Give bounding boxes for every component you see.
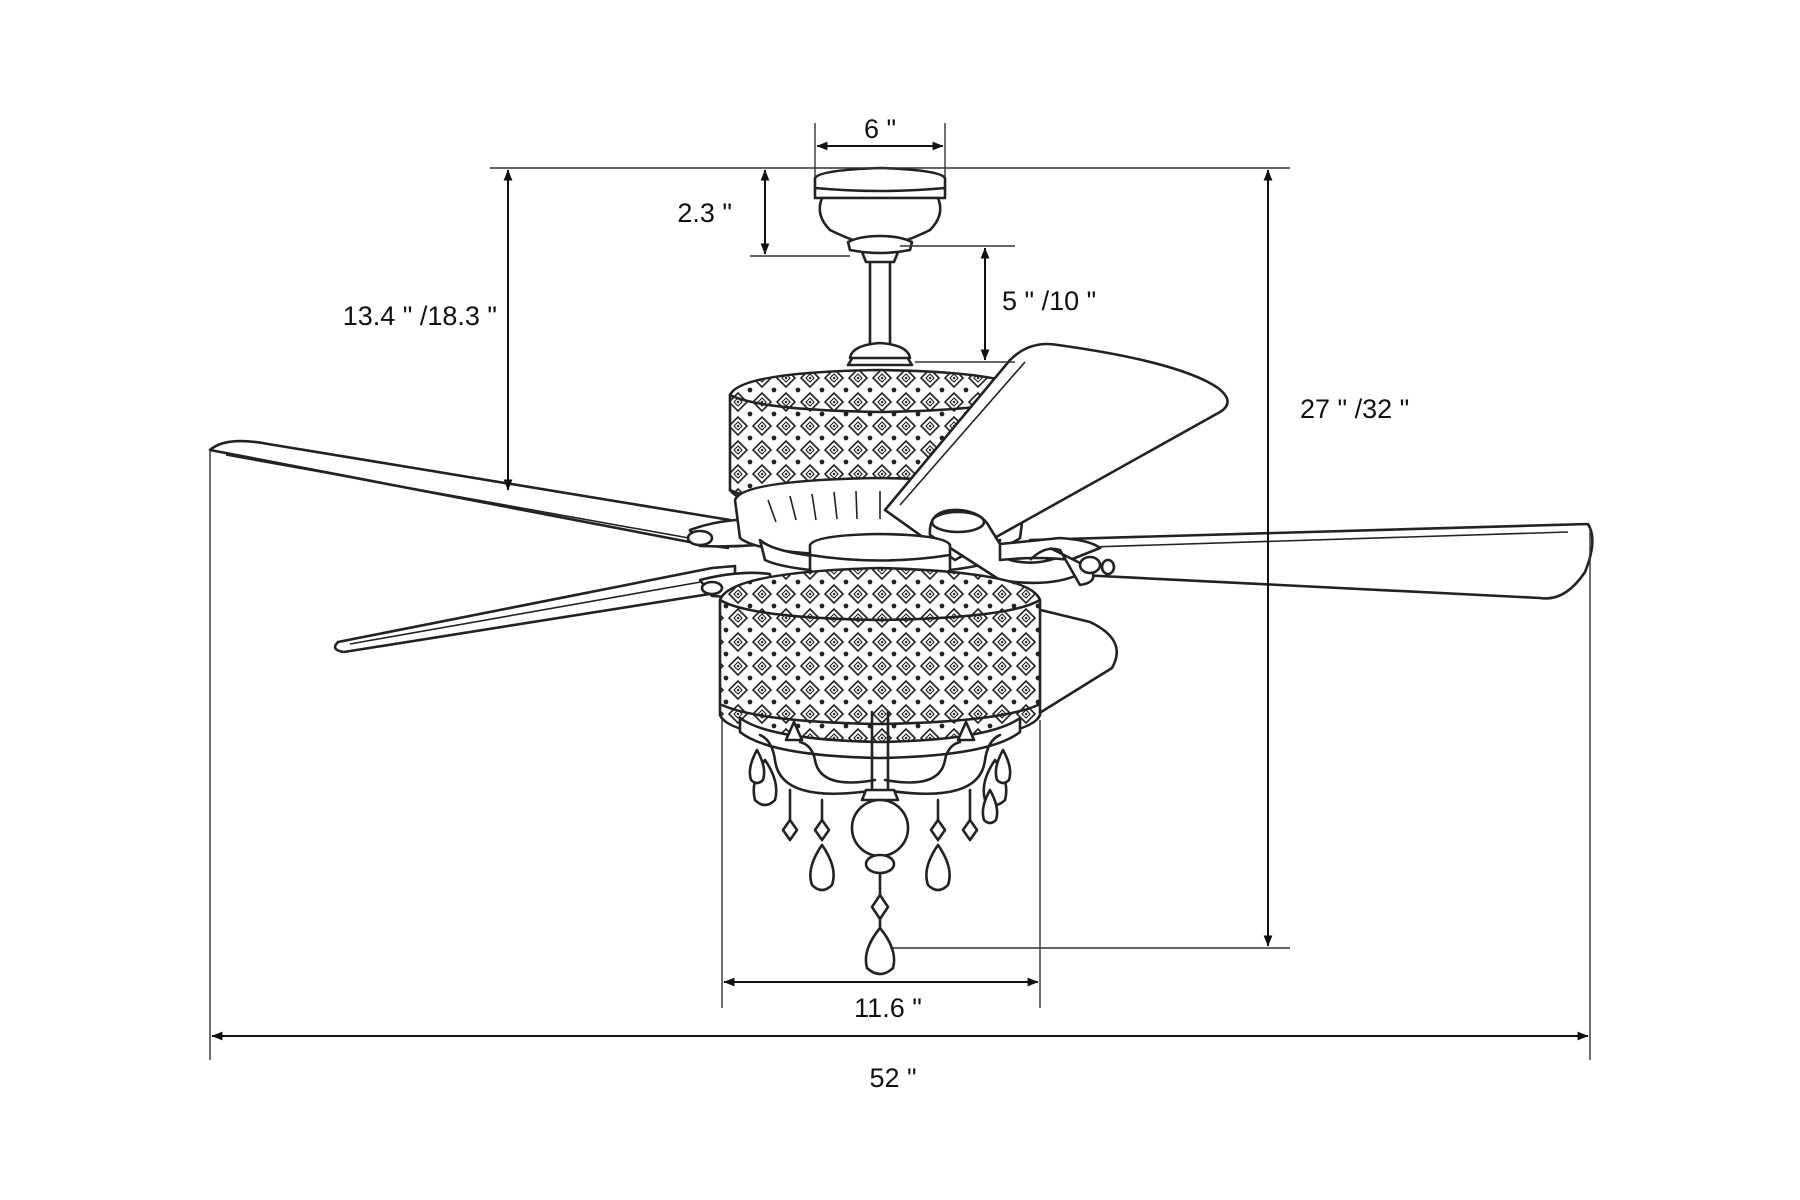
dimension-labels: 6 " 2.3 " 5 " /10 " 13.4 " /18.3 " 27 " … [343, 114, 1410, 1093]
fan-blade-left-lower [333, 564, 737, 654]
lower-lattice-drum [718, 566, 1042, 760]
crystal-chandelier [748, 710, 1012, 976]
downrod [868, 248, 892, 357]
dimension-lines [209, 123, 1591, 1060]
fan-blade-right [1028, 522, 1594, 600]
label-overall-height: 27 " /32 " [1300, 394, 1409, 424]
canopy [813, 166, 947, 255]
fan-blade-rear [1018, 603, 1118, 724]
label-ceiling-to-blade: 13.4 " /18.3 " [343, 301, 497, 331]
fan-blade-right-upper [883, 342, 1229, 562]
label-canopy-width: 6 " [864, 114, 896, 144]
label-light-kit-width: 11.6 " [854, 993, 922, 1023]
label-downrod-length: 5 " /10 " [1002, 286, 1096, 316]
label-canopy-height: 2.3 " [677, 198, 732, 228]
label-blade-span: 52 " [869, 1063, 916, 1093]
fan-illustration [208, 166, 1594, 976]
